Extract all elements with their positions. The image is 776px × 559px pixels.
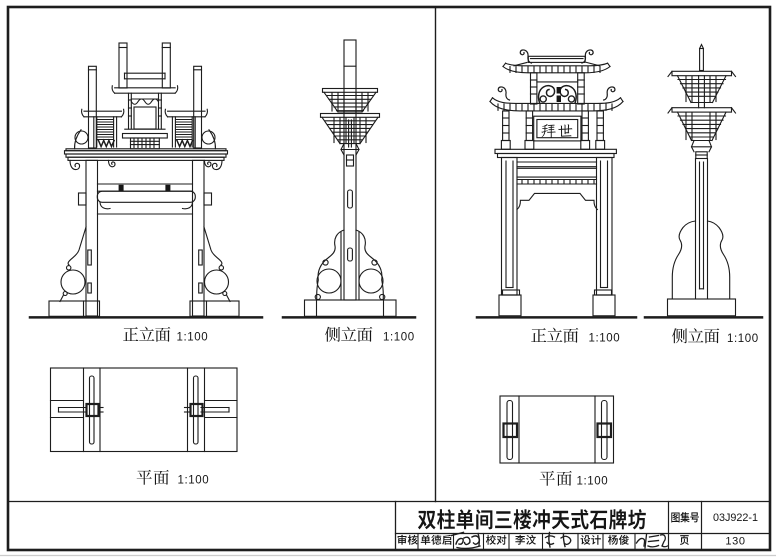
svg-text:1:100: 1:100 (383, 332, 415, 344)
svg-text:1:100: 1:100 (178, 475, 210, 487)
svg-text:1:100: 1:100 (177, 332, 209, 344)
svg-text:1:100: 1:100 (589, 333, 621, 345)
svg-text:130: 130 (725, 536, 745, 548)
svg-text:1:100: 1:100 (727, 333, 759, 345)
svg-text:1:100: 1:100 (577, 476, 609, 488)
svg-text:03J922-1: 03J922-1 (713, 512, 758, 524)
